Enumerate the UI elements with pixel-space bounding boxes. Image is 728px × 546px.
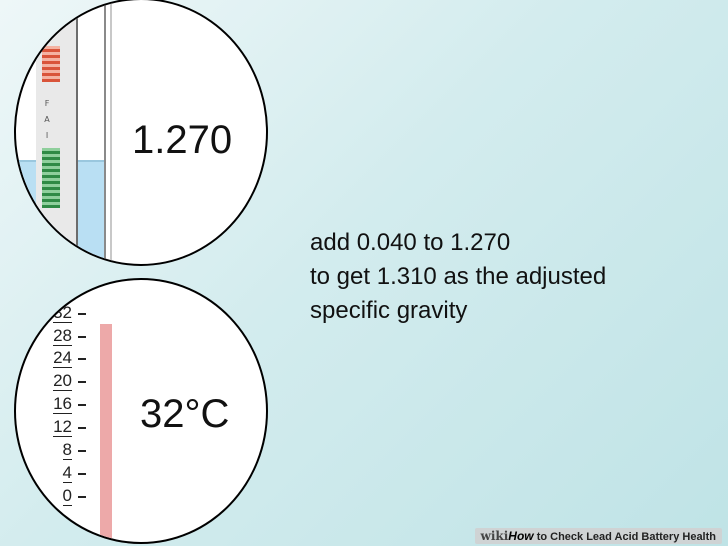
- glass-wall-inner: [110, 0, 112, 264]
- instruction-text: add 0.040 to 1.270 to get 1.310 as the a…: [310, 226, 710, 328]
- tick-label: 24: [53, 348, 72, 368]
- tick-label: 20: [53, 371, 72, 391]
- tick-mark: [78, 336, 86, 338]
- tick-label: 4: [62, 463, 72, 483]
- tick-label: 36: [53, 281, 72, 301]
- watermark-caption: wikiHow to Check Lead Acid Battery Healt…: [474, 528, 722, 544]
- tick-label: 12: [53, 417, 72, 437]
- hydrometer-letter: A: [44, 115, 50, 124]
- thermometer-tick: 24: [34, 349, 108, 369]
- tick-label: 28: [53, 326, 72, 346]
- tick-mark: [78, 427, 86, 429]
- hydrometer-letter: I: [45, 131, 49, 140]
- tick-mark: [78, 313, 86, 315]
- thermometer-zoom-circle: 36 32 28 24 20 16 12 8 4 0 32°C: [14, 278, 268, 544]
- tick-label: 32: [53, 303, 72, 323]
- article-title: to Check Lead Acid Battery Health: [533, 531, 716, 543]
- tick-mark: [78, 358, 86, 360]
- hydrometer-green-band: [42, 148, 60, 208]
- tick-label: 8: [62, 440, 72, 460]
- thermometer-tick: 4: [34, 464, 108, 484]
- instruction-line: add 0.040 to 1.270: [310, 229, 511, 256]
- thermometer-tick: 32: [34, 304, 108, 324]
- specific-gravity-reading: 1.270: [132, 118, 233, 162]
- thermometer-scale: 36 32 28 24 20 16 12 8 4 0: [34, 282, 108, 540]
- thermometer-tick: 8: [34, 441, 108, 461]
- tick-mark: [78, 404, 86, 406]
- hydrometer-red-band: [42, 46, 60, 82]
- hydrometer-zoom-circle: F A I R 1.270: [14, 0, 268, 266]
- hydrometer-letter: F: [44, 99, 50, 108]
- thermometer-red-column: [100, 324, 112, 542]
- thermometer-tick: 12: [34, 418, 108, 438]
- tick-label: 0: [62, 486, 72, 506]
- thermometer-tick: 36: [34, 282, 108, 302]
- instruction-line: specific gravity: [310, 297, 468, 324]
- hydrometer-float: [36, 0, 78, 250]
- how-word: How: [508, 529, 534, 543]
- tick-mark: [78, 473, 86, 475]
- thermometer-tick: 16: [34, 395, 108, 415]
- temperature-reading: 32°C: [140, 392, 230, 436]
- thermometer-tick: 20: [34, 372, 108, 392]
- instruction-line: to get 1.310 as the adjusted: [310, 263, 607, 290]
- thermometer-tick: 28: [34, 327, 108, 347]
- tick-mark: [78, 496, 86, 498]
- glass-wall: [104, 0, 106, 264]
- thermometer-tick: 0: [34, 487, 108, 507]
- tick-mark: [78, 291, 86, 293]
- tick-mark: [78, 381, 86, 383]
- tick-label: 16: [53, 394, 72, 414]
- tick-mark: [78, 450, 86, 452]
- wiki-brand: wiki: [480, 529, 509, 543]
